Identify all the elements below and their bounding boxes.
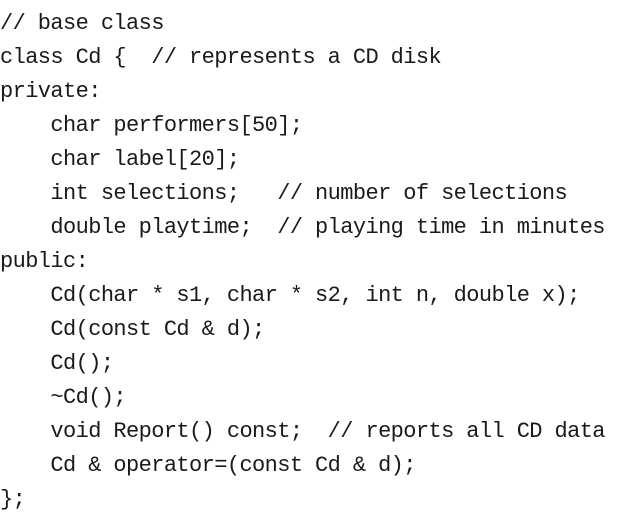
code-line-comment-base-class: // base class bbox=[0, 11, 164, 36]
code-line-private-label: private: bbox=[0, 79, 101, 104]
code-line-destructor: ~Cd(); bbox=[0, 385, 127, 410]
code-line-report-method: void Report() const; // reports all CD d… bbox=[0, 419, 605, 444]
code-line-label-member: char label[20]; bbox=[0, 147, 240, 172]
code-line-assignment-operator: Cd & operator=(const Cd & d); bbox=[0, 453, 416, 478]
code-line-copy-constructor: Cd(const Cd & d); bbox=[0, 317, 265, 342]
code-line-constructor-args: Cd(char * s1, char * s2, int n, double x… bbox=[0, 283, 580, 308]
code-line-playtime-member: double playtime; // playing time in minu… bbox=[0, 215, 605, 240]
code-line-performers-member: char performers[50]; bbox=[0, 113, 303, 138]
code-line-public-label: public: bbox=[0, 249, 89, 274]
code-line-selections-member: int selections; // number of selections bbox=[0, 181, 568, 206]
code-line-class-declaration: class Cd { // represents a CD disk bbox=[0, 45, 442, 70]
code-line-closing-brace: }; bbox=[0, 487, 26, 512]
code-line-default-constructor: Cd(); bbox=[0, 351, 114, 376]
